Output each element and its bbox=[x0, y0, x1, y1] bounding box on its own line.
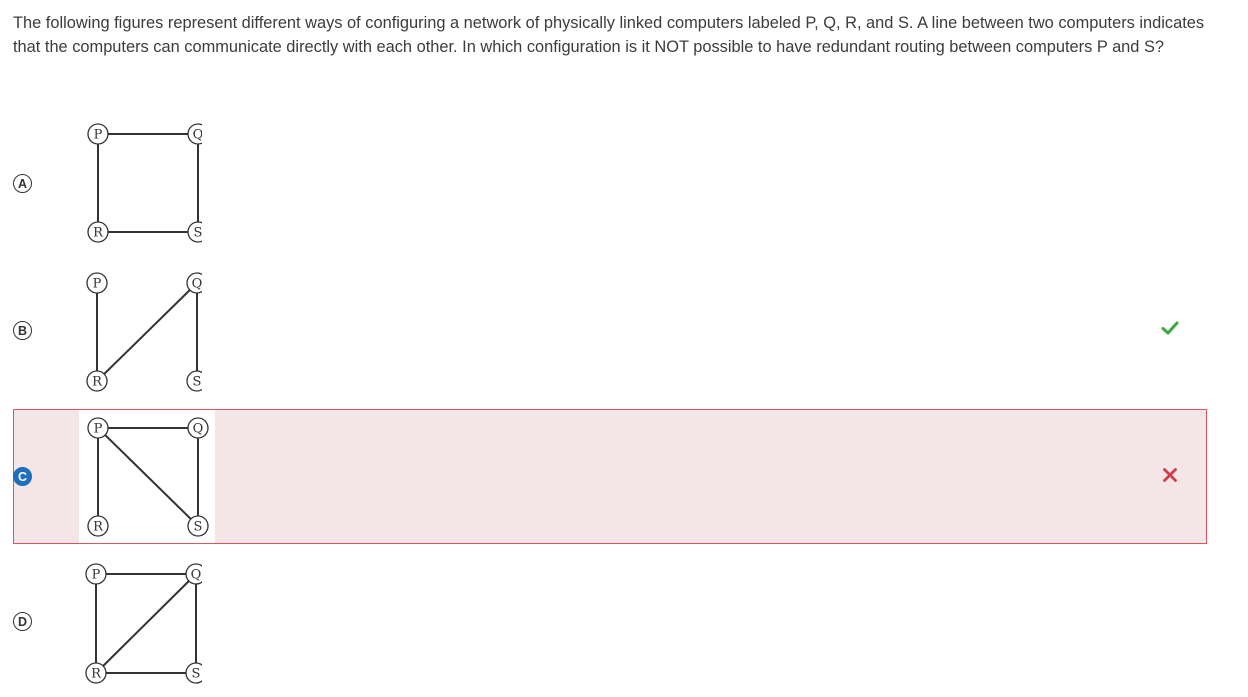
svg-text:R: R bbox=[92, 375, 103, 390]
svg-text:P: P bbox=[94, 128, 103, 143]
node-s: S bbox=[186, 370, 202, 392]
option-a-graph: P Q R S bbox=[87, 123, 202, 243]
node-p: P bbox=[85, 563, 107, 585]
svg-text:Q: Q bbox=[193, 128, 202, 143]
node-q: Q bbox=[187, 123, 202, 145]
check-icon bbox=[1160, 318, 1180, 338]
svg-text:S: S bbox=[194, 226, 202, 241]
option-a-radio[interactable]: A bbox=[13, 174, 32, 193]
x-icon bbox=[1160, 465, 1180, 485]
node-p: P bbox=[87, 123, 109, 145]
option-d-radio[interactable]: D bbox=[13, 612, 32, 631]
option-d-graph: P Q R S bbox=[85, 563, 202, 684]
node-q: Q bbox=[187, 417, 209, 439]
option-c-graph: P Q R S bbox=[87, 417, 209, 537]
node-p: P bbox=[87, 417, 109, 439]
option-b-radio[interactable]: B bbox=[13, 321, 32, 340]
svg-text:S: S bbox=[194, 520, 203, 535]
question-text: The following figures represent differen… bbox=[13, 14, 1205, 56]
node-q: Q bbox=[185, 563, 202, 585]
edge-p-s bbox=[97, 427, 199, 527]
node-s: S bbox=[187, 221, 202, 243]
option-c-radio[interactable]: C bbox=[13, 467, 32, 486]
node-p: P bbox=[86, 272, 108, 294]
option-b-network-diagram: P Q R S bbox=[66, 266, 202, 401]
svg-text:P: P bbox=[92, 568, 101, 583]
option-c-network-diagram: P Q R S bbox=[79, 410, 215, 543]
svg-text:Q: Q bbox=[191, 568, 202, 583]
option-d-network-diagram: P Q R S bbox=[66, 557, 202, 692]
option-a-network-diagram: P Q R S bbox=[66, 117, 202, 252]
option-b-graph: P Q R S bbox=[86, 272, 202, 392]
svg-text:S: S bbox=[193, 375, 202, 390]
svg-text:Q: Q bbox=[193, 422, 204, 437]
node-s: S bbox=[185, 662, 202, 684]
edge-r-q bbox=[96, 282, 198, 382]
edge-q-r bbox=[95, 573, 197, 674]
svg-text:P: P bbox=[93, 277, 102, 292]
node-s: S bbox=[187, 515, 209, 537]
node-r: R bbox=[87, 221, 109, 243]
svg-text:P: P bbox=[94, 422, 103, 437]
node-q: Q bbox=[186, 272, 202, 294]
node-r: R bbox=[85, 662, 107, 684]
svg-text:Q: Q bbox=[192, 277, 202, 292]
node-r: R bbox=[87, 515, 109, 537]
svg-text:R: R bbox=[93, 226, 104, 241]
svg-text:R: R bbox=[93, 520, 104, 535]
svg-text:S: S bbox=[192, 667, 201, 682]
svg-text:R: R bbox=[91, 667, 102, 682]
node-r: R bbox=[86, 370, 108, 392]
